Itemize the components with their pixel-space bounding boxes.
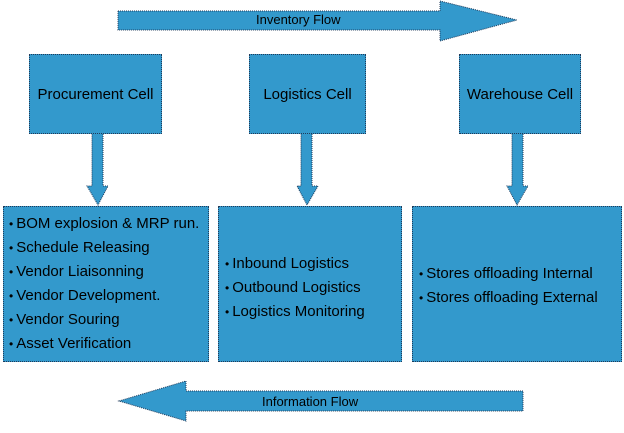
list-item: Vendor Souring (9, 308, 208, 332)
list-item: Logistics Monitoring (225, 300, 401, 324)
logistics-activities-list: Inbound Logistics Outbound Logistics Log… (225, 252, 401, 324)
logistics-down-arrow (296, 132, 319, 207)
logistics-cell-title: Logistics Cell (263, 85, 352, 103)
information-flow-arrow (117, 380, 524, 422)
inventory-flow-arrow (117, 0, 519, 42)
procurement-cell-title: Procurement Cell (37, 85, 154, 103)
procurement-activities-box: BOM explosion & MRP run. Schedule Releas… (3, 206, 209, 362)
list-item: Stores offloading External (419, 286, 621, 310)
list-item: Outbound Logistics (225, 276, 401, 300)
logistics-activities-box: Inbound Logistics Outbound Logistics Log… (218, 206, 402, 362)
list-item: Asset Verification (9, 332, 208, 356)
warehouse-activities-list: Stores offloading Internal Stores offloa… (419, 262, 621, 310)
warehouse-down-arrow (506, 132, 529, 207)
warehouse-activities-box: Stores offloading Internal Stores offloa… (412, 206, 622, 362)
warehouse-cell-box: Warehouse Cell (459, 54, 581, 134)
procurement-activities-list: BOM explosion & MRP run. Schedule Releas… (9, 212, 208, 356)
logistics-cell-box: Logistics Cell (249, 54, 366, 134)
warehouse-cell-title: Warehouse Cell (466, 85, 574, 103)
list-item: Vendor Development. (9, 284, 208, 308)
list-item: Schedule Releasing (9, 236, 208, 260)
list-item: Vendor Liaisonning (9, 260, 208, 284)
information-flow-label: Information Flow (262, 394, 359, 409)
list-item: Inbound Logistics (225, 252, 401, 276)
list-item: Stores offloading Internal (419, 262, 621, 286)
procurement-down-arrow (86, 132, 109, 207)
inventory-flow-label: Inventory Flow (256, 12, 341, 27)
list-item: BOM explosion & MRP run. (9, 212, 208, 236)
procurement-cell-box: Procurement Cell (29, 54, 162, 134)
